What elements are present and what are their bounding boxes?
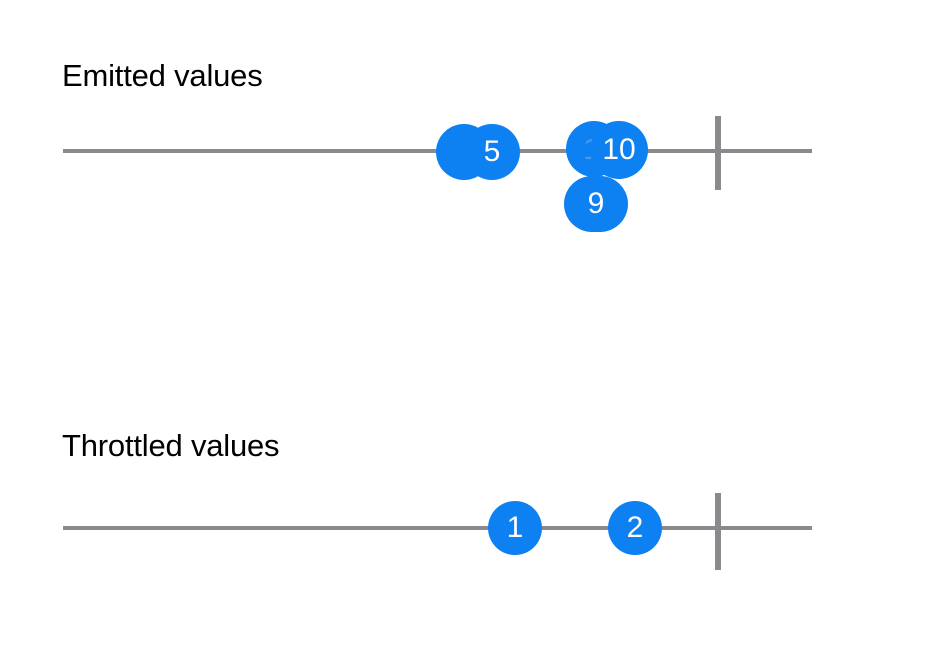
marble-emitted-5[interactable]: 5 (464, 124, 520, 180)
emitted-values-title: Emitted values (62, 58, 263, 93)
throttled-completion-marker (715, 493, 721, 570)
marble-emitted-9[interactable]: 9 (564, 176, 628, 232)
marble-throttled-1[interactable]: 1 (488, 501, 542, 555)
throttled-values-track: 1 2 (0, 468, 940, 588)
emitted-values-track: 5 1 10 9 (0, 91, 940, 232)
throttled-values-title: Throttled values (62, 428, 280, 463)
marble-throttled-2[interactable]: 2 (608, 501, 662, 555)
emitted-completion-marker (715, 116, 721, 190)
marble-emitted-10[interactable]: 10 (590, 121, 648, 179)
throttled-timeline-axis (63, 526, 812, 530)
